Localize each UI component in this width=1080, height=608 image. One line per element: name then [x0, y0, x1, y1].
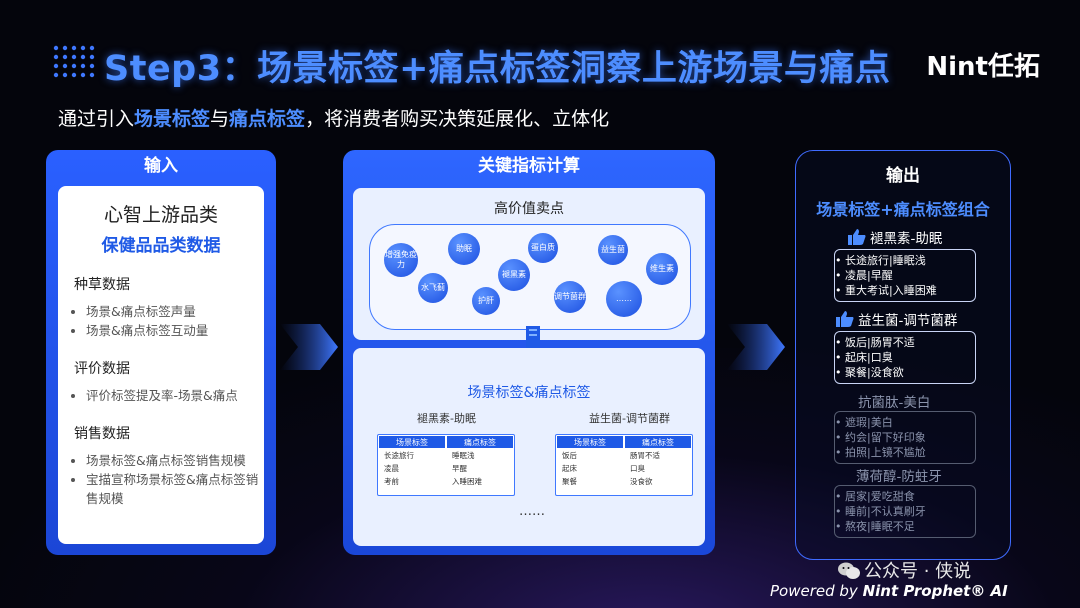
output-panel: 输出 场景标签+痛点标签组合 褪黑素-助眠 长途旅行|睡眠浅 凌晨|早醒 重大考…	[795, 150, 1011, 560]
output-subtitle: 场景标签+痛点标签组合	[816, 200, 990, 219]
combo-cell: 肠胃不适	[630, 451, 660, 460]
output-item: 长途旅行|睡眠浅	[835, 253, 975, 268]
selling-points-label: 高价值卖点	[494, 201, 564, 217]
input-section-list: 评价标签提及率-场景&痛点	[58, 386, 264, 405]
input-heading: 输入	[144, 156, 178, 176]
output-item: 凌晨|早醒	[835, 268, 975, 283]
powered-by-label: Powered by	[770, 582, 863, 600]
combo-cell: 睡眠浅	[452, 451, 475, 460]
key-metrics-panel: 关键指标计算 高价值卖点 增强免疫力 助眠 蛋白质 益生菌 维生素 褪黑素 水飞…	[343, 150, 715, 555]
wechat-watermark: 公众号 · 侠说	[838, 557, 971, 583]
input-card: 心智上游品类 保健品品类数据 种草数据 场景&痛点标签声量 场景&痛点标签互动量…	[58, 186, 264, 544]
output-group-title: 褪黑素-助眠	[848, 227, 942, 247]
list-item: 场景标签&痛点标签销售规模	[86, 451, 264, 470]
bubble-tag: 调节菌群	[554, 281, 586, 313]
input-section-list: 场景&痛点标签声量 场景&痛点标签互动量	[58, 302, 264, 340]
combo-table: 场景标签痛点标签 长途旅行凌晨考前 睡眠浅早醒入睡困难	[377, 434, 515, 496]
subtitle-highlight-pain: 痛点标签	[229, 108, 306, 130]
thumbs-up-icon	[848, 229, 866, 245]
dot-grid-decoration	[53, 45, 95, 78]
output-item: 遮瑕|美白	[835, 415, 975, 430]
more-ellipsis: ……	[519, 504, 545, 519]
combo-table: 场景标签痛点标签 饭后起床聚餐 肠胃不适口臭没食欲	[555, 434, 693, 496]
combo-cell: 考前	[384, 477, 399, 486]
output-item: 拍照|上镜不尴尬	[835, 445, 975, 460]
input-section-title: 种草数据	[74, 277, 130, 293]
subtitle-part: 通过引入	[58, 108, 135, 130]
combo-cell: 早醒	[452, 464, 467, 473]
key-metrics-heading: 关键指标计算	[478, 156, 580, 176]
input-section-title: 销售数据	[74, 426, 130, 442]
scene-pain-card: 场景标签&痛点标签 褪黑素-助眠 益生菌-调节菌群 场景标签痛点标签 长途旅行凌…	[353, 348, 705, 546]
list-item: 场景&痛点标签声量	[86, 302, 264, 321]
output-group-title: 抗菌肽-美白	[858, 395, 931, 411]
input-section-title: 评价数据	[74, 361, 130, 377]
combo-name: 褪黑素-助眠	[417, 412, 476, 425]
combo-cell: 凌晨	[384, 464, 399, 473]
combo-table-header: 场景标签	[557, 436, 623, 448]
combo-cell: 长途旅行	[384, 451, 414, 460]
bubble-tag: 蛋白质	[528, 233, 558, 263]
output-item: 重大考试|入睡困难	[835, 283, 975, 298]
combo-table-header: 场景标签	[379, 436, 445, 448]
output-group-name: 褪黑素-助眠	[870, 231, 943, 247]
combo-table-header: 痛点标签	[447, 436, 513, 448]
thumbs-up-icon	[836, 311, 854, 327]
output-item: 熬夜|睡眠不足	[835, 519, 975, 534]
brand-logo: Nint任拓	[926, 52, 1040, 82]
subtitle-part: ，将消费者购买决策延展化、立体化	[305, 108, 610, 130]
bubble-tag: 护肝	[472, 287, 500, 315]
output-group-box: 长途旅行|睡眠浅 凌晨|早醒 重大考试|入睡困难	[834, 249, 976, 302]
arrow-right-icon	[727, 324, 785, 370]
powered-by: Powered by Nint Prophet® AI	[770, 582, 1008, 600]
bubble-tag: 助眠	[448, 233, 480, 265]
output-item: 约会|留下好印象	[835, 430, 975, 445]
selling-points-cloud: 增强免疫力 助眠 蛋白质 益生菌 维生素 褪黑素 水飞蓟 护肝 调节菌群 ……	[369, 224, 691, 330]
list-item: 评价标签提及率-场景&痛点	[86, 386, 264, 405]
combo-cell: 没食欲	[630, 477, 653, 486]
page-title: Step3：场景标签+痛点标签洞察上游场景与痛点	[104, 49, 891, 89]
output-group-title: 薄荷醇-防蛀牙	[856, 469, 942, 485]
output-heading: 输出	[886, 166, 920, 186]
output-item: 聚餐|没食欲	[835, 365, 975, 380]
output-group-box: 饭后|肠胃不适 起床|口臭 聚餐|没食欲	[834, 331, 976, 384]
bubble-tag: 维生素	[646, 253, 678, 285]
bubble-tag: 褪黑素	[498, 259, 530, 291]
input-section-list: 场景标签&痛点标签销售规模 宝描宣称场景标签&痛点标签销售规模	[58, 451, 264, 508]
combo-cell: 聚餐	[562, 477, 577, 486]
bubble-tag: 增强免疫力	[384, 243, 418, 277]
combo-cell: 口臭	[630, 464, 645, 473]
output-group-box: 居家|爱吃甜食 睡前|不认真刷牙 熬夜|睡眠不足	[834, 485, 976, 538]
wechat-icon	[838, 562, 860, 579]
output-group-title: 益生菌-调节菌群	[836, 309, 957, 329]
output-group-box: 遮瑕|美白 约会|留下好印象 拍照|上镜不尴尬	[834, 411, 976, 464]
output-item: 睡前|不认真刷牙	[835, 504, 975, 519]
combo-cell: 入睡困难	[452, 477, 482, 486]
bubble-tag: 水飞蓟	[418, 273, 448, 303]
input-panel: 输入 心智上游品类 保健品品类数据 种草数据 场景&痛点标签声量 场景&痛点标签…	[46, 150, 276, 555]
combo-table-header: 痛点标签	[625, 436, 691, 448]
arrow-right-icon	[280, 324, 338, 370]
input-subtitle: 保健品品类数据	[101, 236, 221, 256]
wechat-account: 公众号 · 侠说	[864, 561, 972, 582]
list-item: 宝描宣称场景标签&痛点标签销售规模	[86, 470, 264, 508]
subtitle-highlight-scene: 场景标签	[134, 108, 211, 130]
output-item: 起床|口臭	[835, 350, 975, 365]
bubble-tag: 益生菌	[598, 235, 628, 265]
selling-points-card: 高价值卖点 增强免疫力 助眠 蛋白质 益生菌 维生素 褪黑素 水飞蓟 护肝 调节…	[353, 188, 705, 340]
combo-name: 益生菌-调节菌群	[589, 412, 670, 425]
output-group-name: 益生菌-调节菌群	[858, 313, 958, 329]
bubble-tag: ……	[606, 281, 642, 317]
scene-pain-label: 场景标签&痛点标签	[467, 385, 591, 401]
output-item: 饭后|肠胃不适	[835, 335, 975, 350]
combo-cell: 起床	[562, 464, 577, 473]
output-item: 居家|爱吃甜食	[835, 489, 975, 504]
page-subtitle: 通过引入场景标签与痛点标签，将消费者购买决策延展化、立体化	[58, 104, 609, 131]
input-title: 心智上游品类	[103, 204, 218, 226]
combo-cell: 饭后	[562, 451, 577, 460]
list-item: 场景&痛点标签互动量	[86, 321, 264, 340]
subtitle-part: 与	[210, 108, 230, 130]
powered-by-brand: Nint Prophet® AI	[862, 582, 1008, 600]
